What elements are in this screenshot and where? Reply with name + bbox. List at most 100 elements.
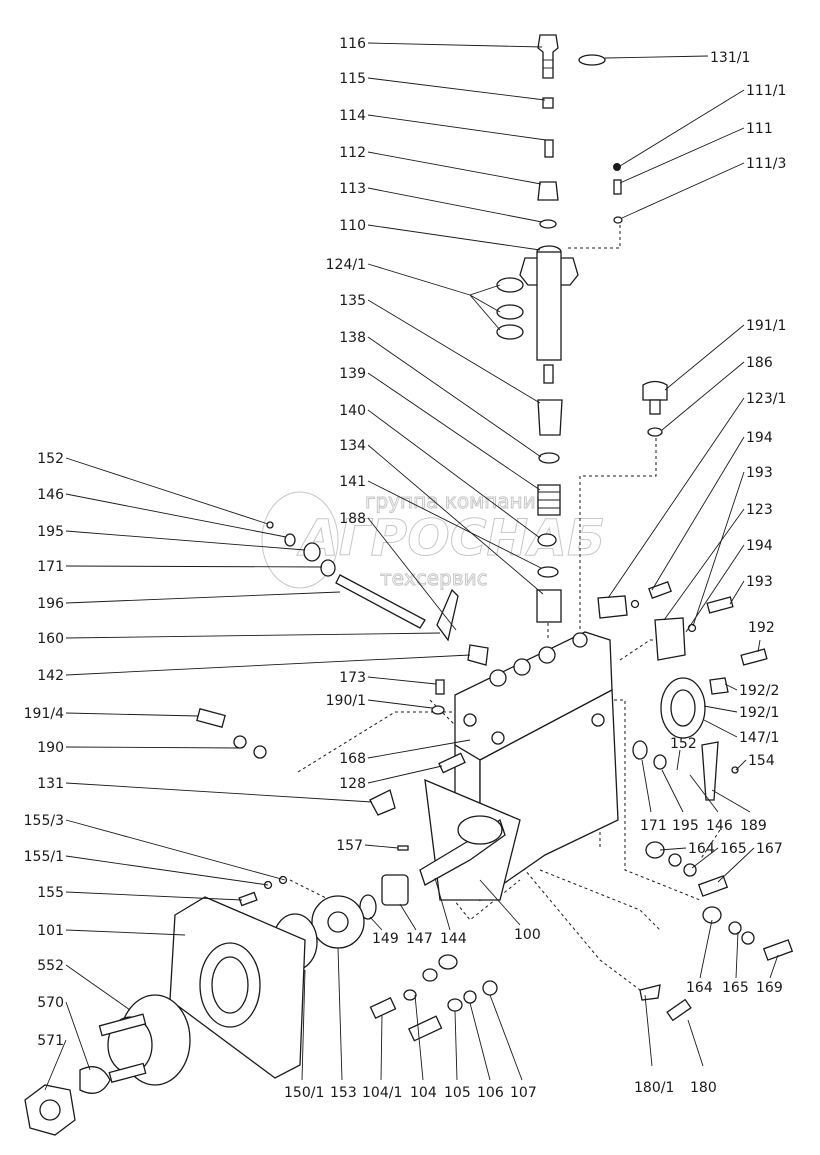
- callout-147: 147: [406, 931, 433, 947]
- callout-106: 106: [477, 1085, 504, 1101]
- part-107: [482, 980, 498, 996]
- callout-190-1: 190/1: [326, 693, 366, 709]
- callout-111-1: 111/1: [746, 83, 786, 99]
- part-193b-bolt: [706, 596, 734, 614]
- leader-lines: [44, 42, 779, 1091]
- callout-131-1: 131/1: [710, 50, 750, 66]
- part-124-1-oring-b: [496, 304, 524, 320]
- callout-154: 154: [748, 753, 775, 769]
- callout-171-a: 171: [37, 559, 64, 575]
- watermark-line1: группа компаний: [365, 489, 549, 513]
- callout-165-b: 165: [722, 980, 749, 996]
- callout-150-1: 150/1: [284, 1085, 324, 1101]
- part-570-washer: [79, 1066, 111, 1094]
- part-128: [438, 752, 466, 774]
- callout-110: 110: [339, 218, 366, 234]
- callout-131: 131: [37, 776, 64, 792]
- callout-192: 192: [748, 620, 775, 636]
- part-116-fitting: [537, 34, 559, 79]
- callout-124-1: 124/1: [326, 257, 366, 273]
- callout-192-2: 192/2: [739, 683, 779, 699]
- part-180-1: [639, 984, 661, 1001]
- part-111-1: [613, 163, 621, 171]
- callout-165-a: 165: [720, 841, 747, 857]
- callout-193-a: 193: [746, 465, 773, 481]
- part-138: [538, 452, 560, 464]
- callout-107: 107: [510, 1085, 537, 1101]
- callout-100: 100: [514, 927, 541, 943]
- part-142: [467, 644, 489, 666]
- part-167-bolt: [697, 875, 729, 897]
- callout-194-b: 194: [746, 538, 773, 554]
- callout-123: 123: [746, 502, 773, 518]
- callout-104-1: 104/1: [362, 1085, 402, 1101]
- callout-146-b: 146: [706, 818, 733, 834]
- callout-112: 112: [339, 145, 366, 161]
- callout-191-1: 191/1: [746, 318, 786, 334]
- part-105: [447, 998, 463, 1012]
- callout-180: 180: [690, 1080, 717, 1096]
- callout-552: 552: [37, 958, 64, 974]
- part-111-spring: [613, 179, 622, 195]
- callout-194-a: 194: [746, 430, 773, 446]
- callout-147-1: 147/1: [739, 730, 779, 746]
- callout-135: 135: [339, 293, 366, 309]
- callout-123-1: 123/1: [746, 391, 786, 407]
- callout-115: 115: [339, 71, 366, 87]
- callout-164-b: 164: [686, 980, 713, 996]
- part-104-stud: [408, 1015, 443, 1042]
- callout-105: 105: [444, 1085, 471, 1101]
- part-195b: [653, 754, 667, 770]
- part-186: [647, 427, 663, 437]
- callout-139: 139: [339, 366, 366, 382]
- callout-571: 571: [37, 1033, 64, 1049]
- part-155-bolt: [238, 891, 258, 907]
- callout-188: 188: [339, 511, 366, 527]
- callout-152-b: 152: [670, 736, 697, 752]
- part-141: [537, 566, 559, 578]
- part-111-3: [613, 216, 623, 224]
- callout-195-a: 195: [37, 524, 64, 540]
- callout-190: 190: [37, 740, 64, 756]
- part-113: [539, 219, 557, 229]
- callout-104: 104: [410, 1085, 437, 1101]
- part-192-bolt: [740, 648, 768, 666]
- part-173: [435, 679, 445, 695]
- callout-labels: 116 131/1 115 111/1 114 111 112 111/3 11…: [24, 36, 787, 1101]
- callout-169: 169: [756, 980, 783, 996]
- callout-144: 144: [440, 931, 467, 947]
- callout-111-3: 111/3: [746, 156, 786, 172]
- callout-196: 196: [37, 596, 64, 612]
- part-196-rod: [335, 574, 426, 629]
- callout-138: 138: [339, 330, 366, 346]
- callout-164-a: 164: [688, 841, 715, 857]
- callout-134: 134: [339, 438, 366, 454]
- callout-155: 155: [37, 885, 64, 901]
- watermark-line3: техсервис: [380, 566, 488, 590]
- part-135: [537, 399, 563, 436]
- part-124-1-oring-c: [496, 324, 524, 340]
- watermark: группа компаний АГРОСНАБ техсервис: [261, 489, 606, 591]
- part-147-bearing: [381, 874, 409, 906]
- callout-180-1: 180/1: [634, 1080, 674, 1096]
- callout-149: 149: [372, 931, 399, 947]
- part-plunger: [543, 364, 554, 384]
- callout-167: 167: [756, 841, 783, 857]
- callout-168: 168: [339, 751, 366, 767]
- part-188-lever: [436, 588, 459, 642]
- callout-152-a: 152: [37, 451, 64, 467]
- callout-141: 141: [339, 474, 366, 490]
- callout-195-b: 195: [672, 818, 699, 834]
- part-110-barrel: [536, 251, 562, 361]
- part-191-1-bolt: [642, 380, 668, 401]
- part-193-bolt: [648, 581, 672, 599]
- callout-171-b: 171: [640, 818, 667, 834]
- part-115: [542, 97, 554, 109]
- callout-160: 160: [37, 631, 64, 647]
- part-104-1-stud: [369, 997, 397, 1019]
- part-169-bolt: [762, 939, 794, 961]
- part-114-spring: [544, 139, 554, 158]
- callout-191-4: 191/4: [24, 706, 64, 722]
- callout-140: 140: [339, 403, 366, 419]
